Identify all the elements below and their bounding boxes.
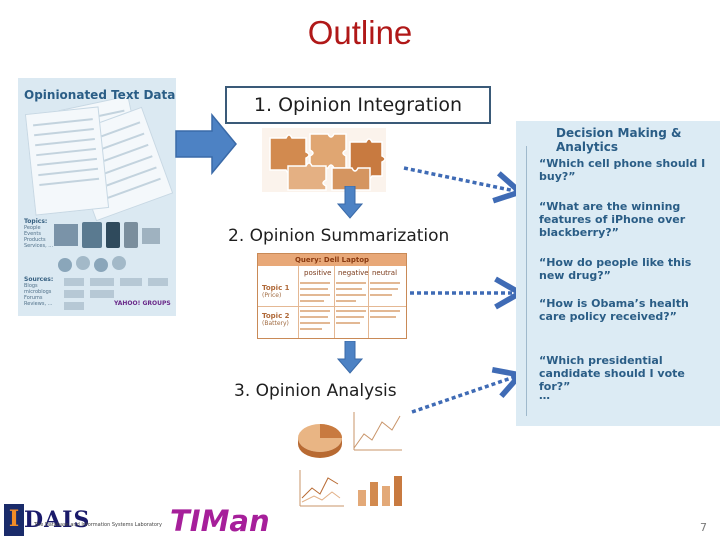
document-sheet <box>24 106 110 216</box>
row-topic-1: Topic 1 <box>262 284 290 292</box>
sources-heading: Sources: <box>24 276 54 283</box>
source-item: Forums <box>24 295 43 301</box>
question-item: “What are the winning features of iPhone… <box>539 200 686 239</box>
topic-item: Services, ... <box>24 243 54 249</box>
step1-label: 1. Opinion Integration <box>253 94 463 116</box>
dais-logo: I <box>4 504 24 540</box>
summary-query: Query: Dell Laptop <box>258 254 406 266</box>
panel-bracket <box>526 146 535 416</box>
page-number: 7 <box>700 521 707 534</box>
dotted-arrows <box>403 166 526 414</box>
question-item: “How do people like this new drug?” <box>539 256 692 282</box>
question-ellipsis: … <box>539 389 550 402</box>
row-topic-2: Topic 2 <box>262 312 290 320</box>
slide-title: Outline <box>307 14 413 51</box>
column-negative: negative <box>338 269 369 277</box>
right-panel-title: Decision Making & Analytics <box>556 126 682 154</box>
question-item: “How is Obama’s health care policy recei… <box>539 297 689 323</box>
row-topic-2-subtitle: (Battery) <box>262 320 289 327</box>
source-item: Blogs <box>24 283 38 289</box>
topic-item: Events <box>24 231 41 237</box>
dais-caption: The Database and Information Systems Lab… <box>34 522 162 528</box>
people-cluster <box>54 254 154 274</box>
topic-item: People <box>24 225 41 231</box>
row-topic-1-subtitle: (Price) <box>262 292 282 299</box>
topic-thumbnails <box>54 220 164 252</box>
opinion-summary-table: Query: Dell Laptop positive negative neu… <box>257 253 407 339</box>
analysis-charts-image <box>298 412 402 507</box>
decision-making-panel <box>516 121 720 426</box>
yahoo-groups-logo: YAHOO! GROUPS <box>114 300 171 307</box>
puzzle-pieces-image <box>262 128 386 192</box>
left-panel-title: Opinionated Text Data <box>24 88 176 102</box>
down-arrow-icon <box>337 186 363 219</box>
step1-box: 1. Opinion Integration <box>225 86 491 124</box>
column-positive: positive <box>304 269 332 277</box>
source-item: microblogs <box>24 289 52 295</box>
step2-label: 2. Opinion Summarization <box>228 226 450 246</box>
source-logos: YAHOO! GROUPS <box>64 278 172 312</box>
topics-heading: Topics: <box>24 218 48 225</box>
question-item: “Which presidential candidate should I v… <box>539 354 685 393</box>
source-item: Reviews, ... <box>24 301 53 307</box>
question-item: “Which cell phone should I buy?” <box>539 157 706 183</box>
topic-item: Products <box>24 237 46 243</box>
timan-logo: TIMan <box>170 504 270 538</box>
dais-logo-mark: I <box>8 506 20 532</box>
opinionated-text-data-panel: Topics: People Events Products Services,… <box>18 78 176 316</box>
column-neutral: neutral <box>372 269 398 277</box>
blue-arrow-icon <box>175 112 237 176</box>
dais-wordmark: DAIS <box>24 507 91 533</box>
step3-label: 3. Opinion Analysis <box>234 381 397 401</box>
down-arrow-icon <box>337 341 363 374</box>
